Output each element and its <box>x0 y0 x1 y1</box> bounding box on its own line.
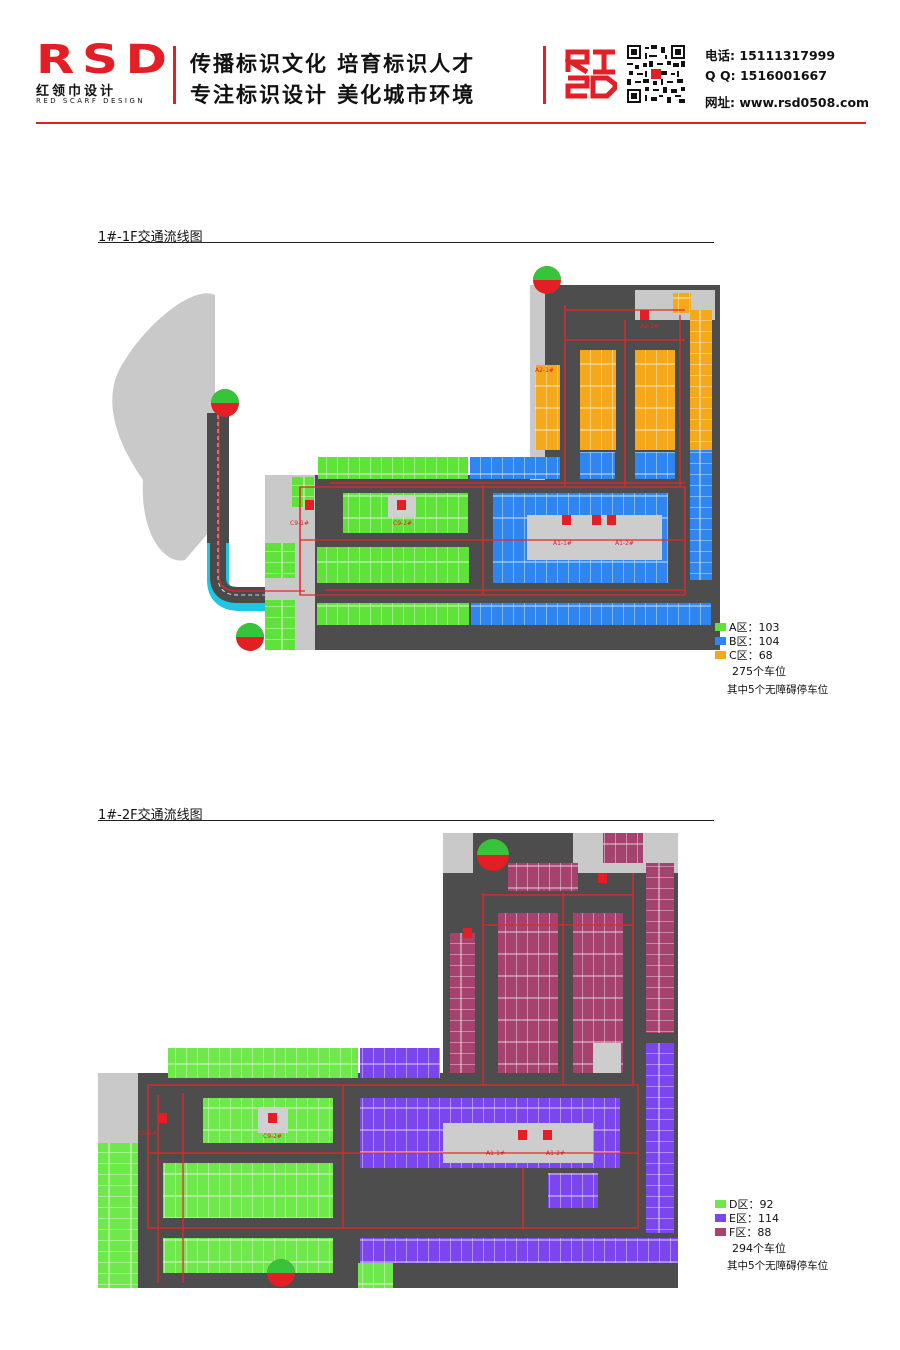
qr-code-icon <box>627 45 685 103</box>
label-a1-1: A1-1# <box>486 1150 505 1157</box>
floor1-title: 1#-1F交通流线图 <box>98 230 203 245</box>
zone-b-stalls <box>470 457 560 479</box>
label-a2-2: A2-2# <box>640 323 659 330</box>
floor2-title-rule <box>98 820 714 821</box>
zone-c-stalls <box>535 365 560 450</box>
label-c9-1: C9-1# <box>290 520 309 527</box>
label-c9-2: C9-2# <box>393 520 412 527</box>
legend-zone-c: C区：68 <box>715 649 773 663</box>
website-line: 网址: www.rsd0508.com <box>705 95 870 110</box>
slogan-line-2: 专注标识设计 美化城市环境 <box>190 83 476 107</box>
header-rule <box>36 122 866 124</box>
divider-bar <box>543 46 546 104</box>
legend-zone-d: D区：92 <box>715 1198 773 1212</box>
zone-e-stalls <box>360 1048 440 1078</box>
label-a2-1: A2-1# <box>535 367 554 374</box>
logo-chinese-name: 红领巾设计 <box>36 84 117 99</box>
zone-f-stalls <box>450 933 475 1073</box>
entrance-marker-icon <box>267 839 509 1287</box>
legend-total: 294个车位 <box>732 1242 786 1255</box>
legend-zone-b: B区：104 <box>715 635 780 649</box>
entrance-marker-icon <box>211 266 561 651</box>
slogan-line-1: 传播标识文化 培育标识人才 <box>190 52 476 76</box>
legend-total: 275个车位 <box>732 665 786 678</box>
floor1-title-rule <box>98 242 714 243</box>
legend-accessible-note: 其中5个无障碍停车位 <box>727 684 829 696</box>
stair-core-icon <box>305 310 649 525</box>
divider-bar <box>173 46 176 104</box>
plaza-area <box>112 293 215 561</box>
floor2-title: 1#-2F交通流线图 <box>98 808 203 823</box>
legend-zone-f: F区：88 <box>715 1226 771 1240</box>
label-a1-2: A1-2# <box>615 540 634 547</box>
traffic-flow-lines <box>218 305 686 596</box>
legend-zone-e: E区：114 <box>715 1212 779 1226</box>
label-c9-1: C9-1# <box>138 1130 157 1137</box>
floor1-traffic-map: A1-1# A1-2# A2-1# A2-2# C9-1# C9-2# <box>112 266 720 651</box>
label-c9-2: C9-2# <box>263 1133 282 1140</box>
qq-line: Q Q: 1516001667 <box>705 68 827 83</box>
legend-accessible-note: 其中5个无障碍停车位 <box>727 1260 829 1272</box>
label-a1-1: A1-1# <box>553 540 572 547</box>
legend-zone-a: A区：103 <box>715 621 780 635</box>
zone-a-stalls <box>318 457 468 479</box>
logo-rsd: RSD <box>36 37 175 83</box>
logo-english-name: RED SCARF DESIGN <box>36 97 146 105</box>
traffic-flow-lines <box>147 873 639 1283</box>
label-a1-2: A1-2# <box>546 1150 565 1157</box>
brand-mark-icon <box>565 49 617 99</box>
floor2-traffic-map: A1-1# A1-2# C9-1# C9-2# <box>98 833 678 1288</box>
stair-core-icon <box>158 873 607 1140</box>
zone-d-stalls <box>168 1048 358 1078</box>
phone-line: 电话: 15111317999 <box>705 48 836 63</box>
